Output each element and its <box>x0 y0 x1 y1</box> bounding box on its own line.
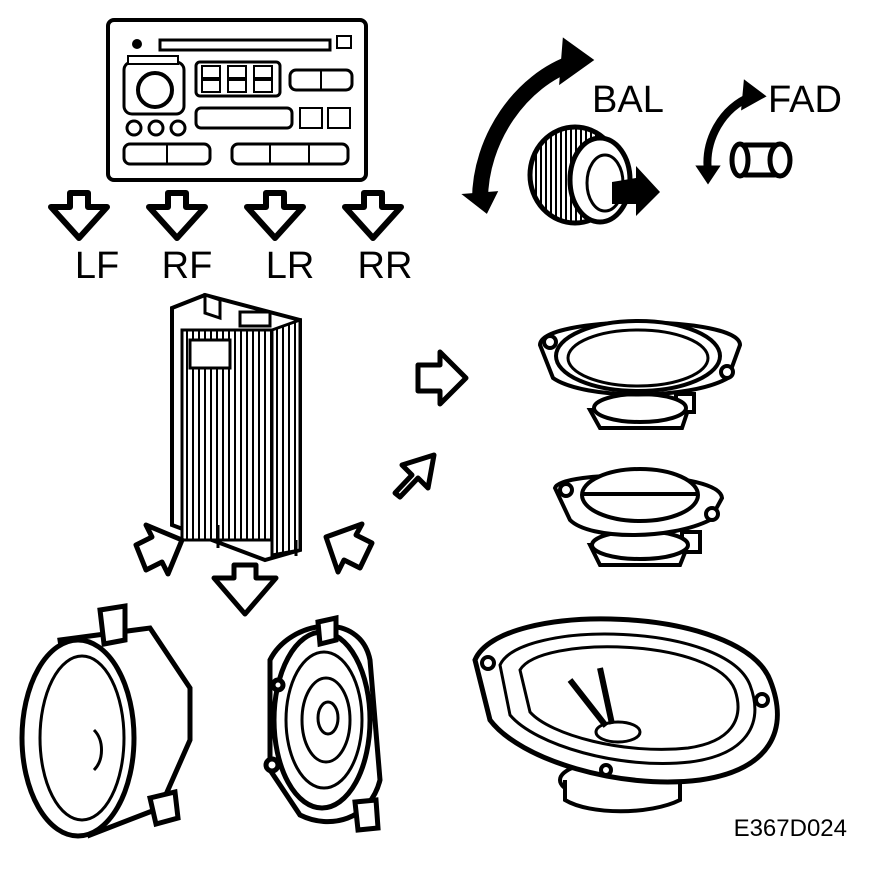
arrow-down-icon <box>211 562 279 617</box>
speaker-small-lower <box>552 467 725 567</box>
amplifier <box>170 292 302 563</box>
amp-output-arrows <box>133 349 469 617</box>
arrow-down-right-icon <box>133 522 185 577</box>
arrow-up-right-icon <box>392 452 437 500</box>
channel-arrows <box>48 190 404 241</box>
label-rr: RR <box>358 245 413 287</box>
balance-knob <box>461 37 660 226</box>
speaker-oval-large <box>472 616 780 814</box>
arrow-down-left-icon <box>323 521 375 575</box>
label-rf: RF <box>162 245 213 287</box>
speaker-door-right <box>263 614 383 833</box>
label-lf: LF <box>75 245 119 287</box>
speaker-small-upper <box>537 319 743 430</box>
label-fad: FAD <box>768 79 842 121</box>
figure-code: E367D024 <box>734 815 847 842</box>
fader-knob <box>695 79 793 185</box>
speaker-door-left <box>19 603 193 839</box>
curved-arrow-icon <box>472 54 578 201</box>
arrow-down-icon <box>146 190 208 241</box>
label-bal: BAL <box>592 79 664 121</box>
arrow-right-icon <box>415 349 469 407</box>
label-lr: LR <box>266 245 315 287</box>
arrow-down-icon <box>48 190 110 241</box>
arrow-down-icon <box>244 190 306 241</box>
radio-head-unit <box>106 18 368 182</box>
arrow-down-icon <box>342 190 404 241</box>
